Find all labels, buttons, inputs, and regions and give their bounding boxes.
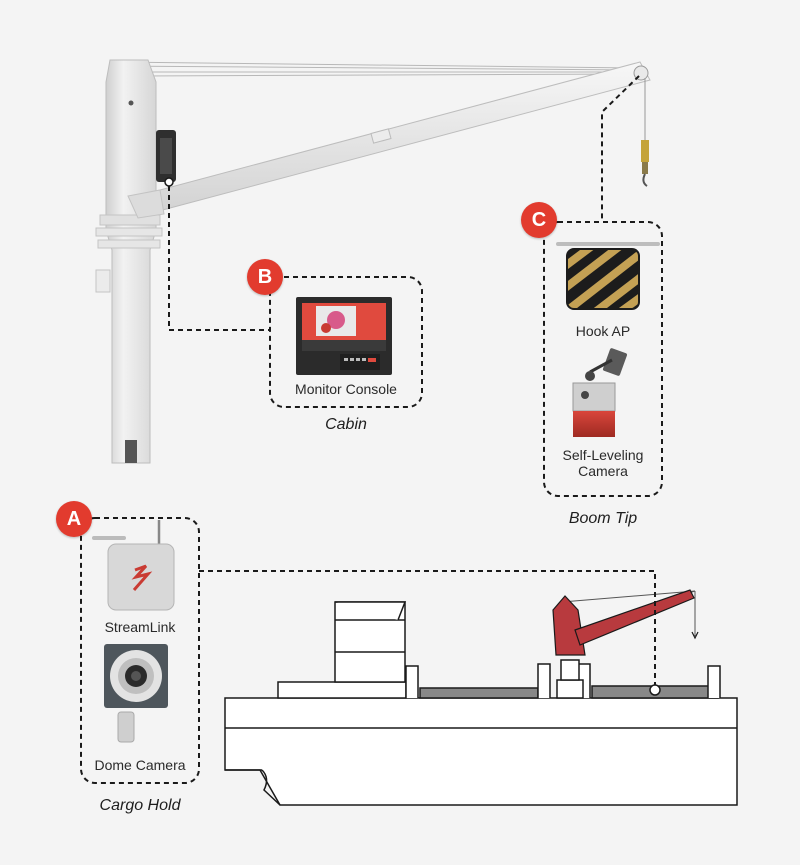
streamlink-icon bbox=[92, 520, 175, 611]
badge-c: C bbox=[521, 202, 557, 238]
ship-illustration bbox=[224, 601, 738, 806]
connector-cargo-hold bbox=[199, 570, 656, 686]
boom-tip-caption: Boom Tip bbox=[568, 510, 638, 527]
connector-cabin bbox=[168, 186, 270, 331]
boom-tip-group-box bbox=[543, 221, 663, 497]
dome-camera-icon bbox=[104, 644, 168, 743]
cargo-hold-left bbox=[419, 687, 539, 699]
cargo-hold-caption: Cargo Hold bbox=[99, 797, 181, 814]
cabin-caption: Cabin bbox=[325, 416, 367, 433]
hook-ap-label: Hook AP bbox=[575, 323, 631, 339]
hook-ap-icon bbox=[556, 242, 660, 310]
dome-camera-label: Dome Camera bbox=[94, 757, 186, 773]
connector-boom-tip bbox=[601, 75, 640, 222]
self-leveling-camera-label: Self-Leveling Camera bbox=[562, 447, 644, 479]
cargo-hold-group-box bbox=[80, 517, 200, 784]
streamlink-label: StreamLink bbox=[104, 619, 176, 635]
crane-hook bbox=[641, 140, 649, 187]
monitor-console-label: Monitor Console bbox=[295, 381, 397, 397]
badge-b: B bbox=[247, 259, 283, 295]
crane-mast bbox=[105, 59, 157, 464]
badge-a: A bbox=[56, 501, 92, 537]
ship-crane bbox=[552, 589, 699, 656]
ship-deckhouse bbox=[277, 681, 407, 699]
self-leveling-camera-icon bbox=[572, 348, 627, 437]
ship-hull bbox=[224, 697, 738, 806]
crane-illustration bbox=[95, 59, 651, 464]
monitor-console-icon bbox=[296, 297, 392, 375]
luffing-wires bbox=[111, 61, 641, 77]
